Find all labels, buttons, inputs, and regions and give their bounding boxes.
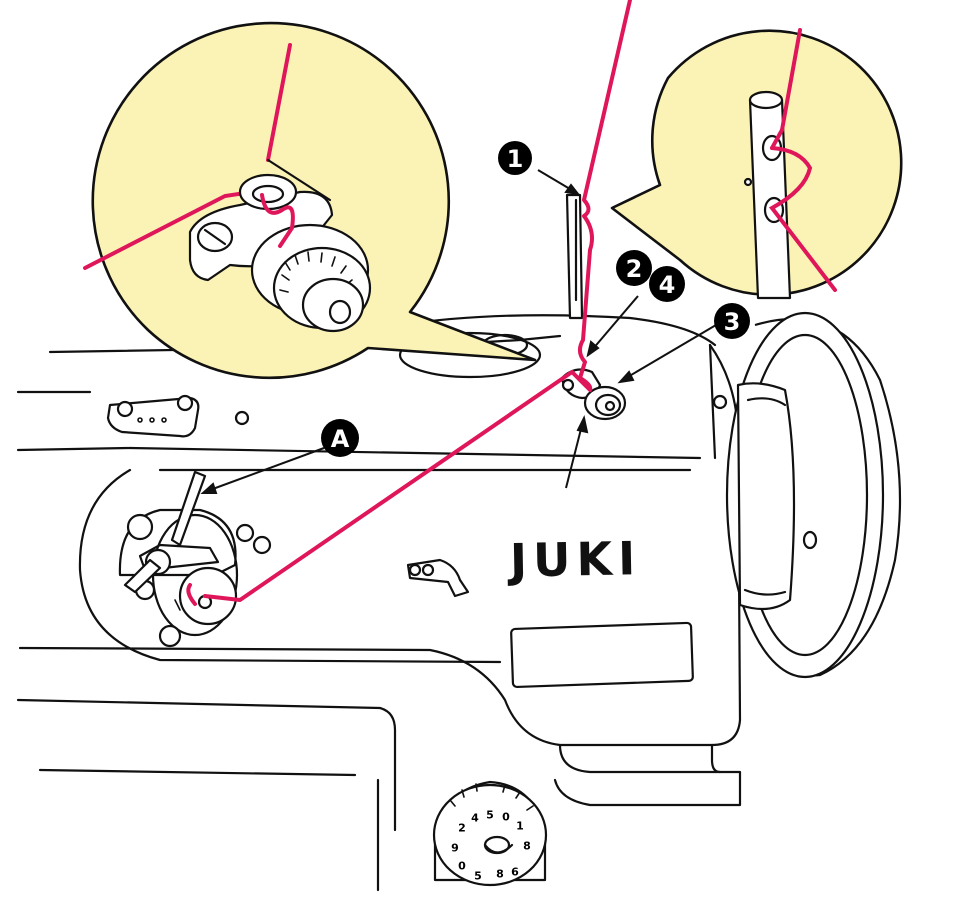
dial-number: 1 bbox=[516, 820, 524, 833]
dial-number: 6 bbox=[511, 866, 519, 879]
machine-body bbox=[16, 314, 742, 892]
dial-number: 8 bbox=[496, 868, 504, 881]
dial-number: 2 bbox=[458, 822, 466, 835]
marker-a: A bbox=[321, 419, 359, 457]
stitch-length-dial: 2 4 5 0 1 8 9 0 8 6 5 bbox=[432, 780, 548, 887]
top-bracket bbox=[106, 394, 728, 438]
handwheel bbox=[725, 311, 902, 679]
marker-2: 2 bbox=[616, 250, 652, 286]
svg-text:3: 3 bbox=[724, 308, 741, 336]
svg-text:1: 1 bbox=[507, 145, 524, 173]
marker-3: 3 bbox=[714, 303, 750, 339]
dial-number: 8 bbox=[523, 840, 531, 853]
winder-mechanism bbox=[118, 470, 272, 648]
callout-thread-guide bbox=[610, 28, 903, 300]
callout-tension-disc bbox=[83, 21, 537, 380]
dial-number: 0 bbox=[458, 860, 466, 873]
thread-hook bbox=[406, 558, 470, 598]
thread-guide-post bbox=[565, 193, 584, 320]
arrows bbox=[200, 169, 717, 494]
upper-thread-path bbox=[186, 0, 632, 606]
dial-number: 4 bbox=[471, 812, 479, 825]
marker-1: 1 bbox=[498, 141, 532, 175]
svg-text:4: 4 bbox=[659, 271, 676, 299]
dial-number: 0 bbox=[502, 811, 510, 824]
dial-number: 9 bbox=[451, 842, 459, 855]
dial-number: 5 bbox=[474, 870, 482, 883]
dial-number: 5 bbox=[486, 809, 494, 822]
svg-text:A: A bbox=[331, 425, 350, 453]
marker-4: 4 bbox=[649, 266, 685, 302]
thread-tension bbox=[560, 368, 627, 421]
brand-logo: JUKI bbox=[507, 531, 642, 587]
svg-text:2: 2 bbox=[626, 255, 643, 283]
